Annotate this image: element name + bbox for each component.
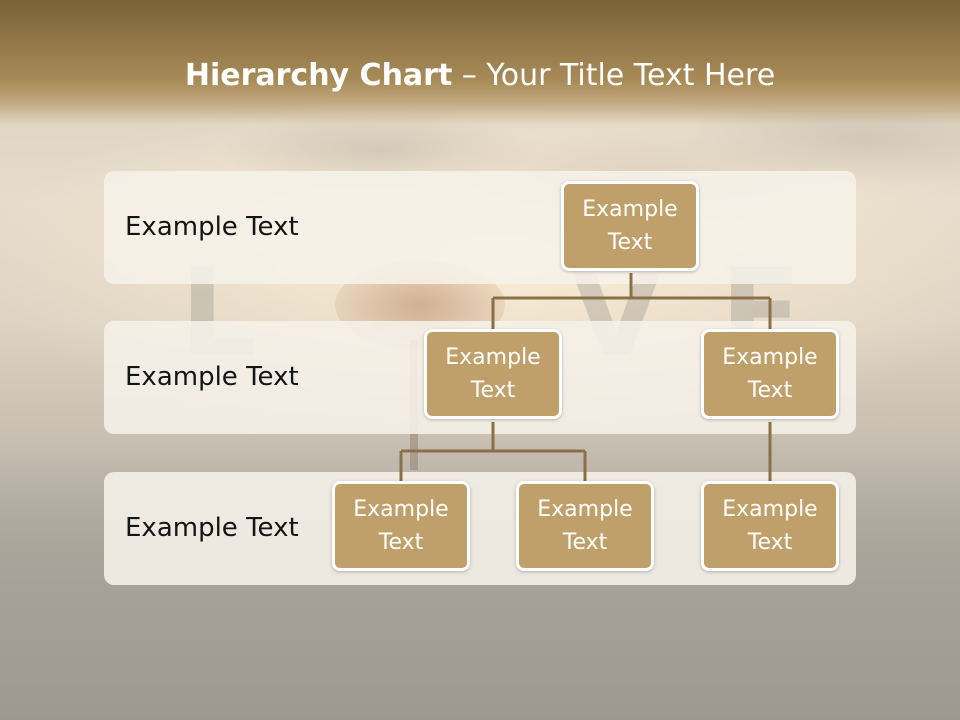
- node-level3-left-text: Example Text: [353, 497, 449, 555]
- node-root-text: Example Text: [582, 197, 678, 255]
- level-band-1: Example Text: [104, 171, 856, 284]
- connector-root-to-level2: [491, 273, 772, 330]
- node-level2-right-text: Example Text: [722, 345, 818, 403]
- node-level2-right[interactable]: Example Text: [701, 329, 839, 419]
- connector-left-to-level3: [399, 422, 587, 483]
- node-level3-middle-text: Example Text: [537, 497, 633, 555]
- node-level3-right-text: Example Text: [722, 497, 818, 555]
- node-level2-left[interactable]: Example Text: [424, 329, 562, 419]
- level-label-1[interactable]: Example Text: [125, 212, 299, 242]
- title-rest-part: – Your Title Text Here: [452, 58, 776, 93]
- level-label-3[interactable]: Example Text: [125, 513, 299, 543]
- level-label-2[interactable]: Example Text: [125, 362, 299, 392]
- title-bold-part: Hierarchy Chart: [184, 58, 453, 93]
- node-level3-right[interactable]: Example Text: [701, 481, 839, 571]
- node-level3-middle[interactable]: Example Text: [516, 481, 654, 571]
- title-bar: Hierarchy Chart – Your Title Text Here: [0, 0, 960, 125]
- node-level2-left-text: Example Text: [445, 345, 541, 403]
- node-root[interactable]: Example Text: [561, 181, 699, 271]
- page-title: Hierarchy Chart – Your Title Text Here: [0, 56, 960, 96]
- node-level3-left[interactable]: Example Text: [332, 481, 470, 571]
